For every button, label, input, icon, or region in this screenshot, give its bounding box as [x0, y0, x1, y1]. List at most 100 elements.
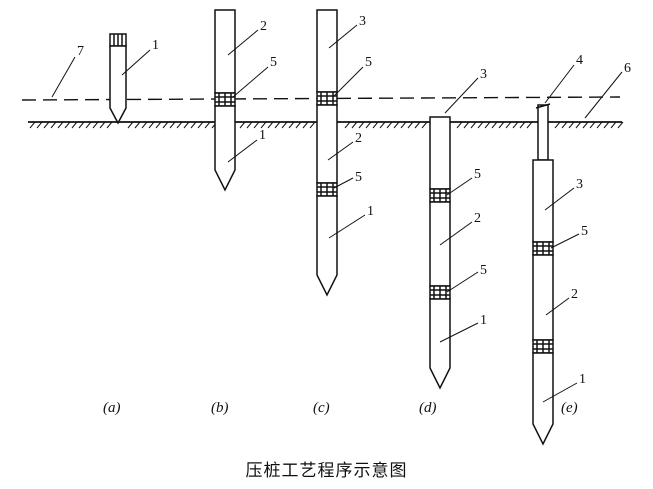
pile-stage-a	[109, 33, 127, 125]
callout-5-c-lower: 5	[355, 170, 362, 185]
ground-hatch-mark	[512, 121, 519, 129]
callout-1-b: 1	[259, 128, 266, 143]
callout-5-e: 5	[581, 224, 588, 239]
ground-hatch-mark	[561, 121, 568, 129]
stage-label-d: (d)	[419, 400, 437, 416]
pile-section-1-d	[429, 298, 451, 390]
ground-hatch-mark	[176, 121, 183, 129]
ground-hatch-mark	[582, 121, 589, 129]
ground-hatch-mark	[421, 121, 428, 129]
pile-stage-b	[214, 9, 236, 192]
pile-stage-e	[532, 103, 554, 446]
ground-hatch-mark	[148, 121, 155, 129]
ground-hatch-mark	[197, 121, 204, 129]
ground-hatch-mark	[484, 121, 491, 129]
ground-hatch-mark	[309, 121, 316, 129]
callout-5-c-upper: 5	[365, 55, 372, 70]
pile-section-3-d	[429, 116, 451, 190]
callout-1-e: 1	[579, 372, 586, 387]
ground-hatch-mark	[554, 121, 561, 129]
ground-hatch-mark	[246, 121, 253, 129]
ground-hatch-mark	[239, 121, 246, 129]
pile-section-1-c	[316, 195, 338, 297]
ground-hatch-mark	[386, 121, 393, 129]
callout-1-c: 1	[367, 204, 374, 219]
stage-label-e: (e)	[561, 400, 578, 416]
ground-hatch-mark	[498, 121, 505, 129]
ground-hatch-mark	[302, 121, 309, 129]
ground-hatch-mark	[162, 121, 169, 129]
pile-section-2-d	[429, 201, 451, 287]
callout-1-d: 1	[480, 313, 487, 328]
ground-hatch-mark	[141, 121, 148, 129]
ground-hatch-mark	[365, 121, 372, 129]
ground-hatch-mark	[43, 121, 50, 129]
ground-hatch-mark	[29, 121, 36, 129]
ground-hatch-mark	[589, 121, 596, 129]
pile-stage-d	[429, 116, 451, 390]
figure-caption: 压桩工艺程序示意图	[245, 461, 408, 481]
ground-hatch-mark	[526, 121, 533, 129]
ground-hatch-mark	[85, 121, 92, 129]
ground-hatch-mark	[491, 121, 498, 129]
pile-section-1-e	[532, 352, 554, 446]
callout-3-c: 3	[359, 14, 366, 29]
ground-hatch-mark	[407, 121, 414, 129]
callout-1-a: 1	[152, 38, 159, 53]
ground-hatch-mark	[274, 121, 281, 129]
ground-hatch-mark	[92, 121, 99, 129]
ground-hatch-mark	[603, 121, 610, 129]
ground-hatch-mark	[477, 121, 484, 129]
ground-hatch-mark	[288, 121, 295, 129]
callout-2-e: 2	[571, 287, 578, 302]
callout-4-e: 4	[576, 53, 583, 68]
stage-label-b: (b)	[211, 400, 229, 416]
callout-5-d-lower: 5	[480, 263, 487, 278]
ground-hatch-mark	[596, 121, 603, 129]
ground-hatch-mark	[344, 121, 351, 129]
ground-hatch-mark	[358, 121, 365, 129]
ground-hatch-mark	[267, 121, 274, 129]
ground-hatch-mark	[183, 121, 190, 129]
pile-section-3-e	[532, 159, 554, 243]
follower-4	[537, 104, 549, 161]
ground-hatch-mark	[127, 121, 134, 129]
ground-hatch-mark	[281, 121, 288, 129]
pile-section-2-e	[532, 254, 554, 341]
leader-lines	[51, 24, 623, 403]
ground-hatch-mark	[57, 121, 64, 129]
ground-hatch-mark	[379, 121, 386, 129]
ground-hatch-mark	[519, 121, 526, 129]
ground-hatch-mark	[260, 121, 267, 129]
pile-section-2-c	[316, 104, 338, 184]
ground-hatch-mark	[253, 121, 260, 129]
callout-5-b: 5	[270, 55, 277, 70]
callout-7: 7	[77, 44, 84, 59]
callout-6: 6	[624, 61, 631, 76]
ground-hatch-mark	[78, 121, 85, 129]
ground-hatch-mark	[463, 121, 470, 129]
ground-hatch-mark	[456, 121, 463, 129]
ground-hatch-mark	[470, 121, 477, 129]
ground-hatch-mark	[400, 121, 407, 129]
ground-hatch-mark	[372, 121, 379, 129]
ground-hatch-mark	[106, 121, 113, 129]
ground-hatch-mark	[169, 121, 176, 129]
ground-hatch-mark	[575, 121, 582, 129]
callout-3-d: 3	[480, 67, 487, 82]
ground-hatch-mark	[617, 121, 624, 129]
ground-hatch-mark	[155, 121, 162, 129]
ground-hatch-mark	[134, 121, 141, 129]
callout-3-e: 3	[576, 177, 583, 192]
ground-hatch-mark	[190, 121, 197, 129]
ground-hatch-mark	[414, 121, 421, 129]
ground-hatch-mark	[295, 121, 302, 129]
stage-label-a: (a)	[103, 400, 121, 416]
callout-5-d-upper: 5	[474, 167, 481, 182]
ground-hatch-mark	[71, 121, 78, 129]
ground-hatch-mark	[36, 121, 43, 129]
ground-hatch-mark	[50, 121, 57, 129]
pile-section-3-c	[316, 9, 338, 93]
callout-2-b: 2	[260, 19, 267, 34]
